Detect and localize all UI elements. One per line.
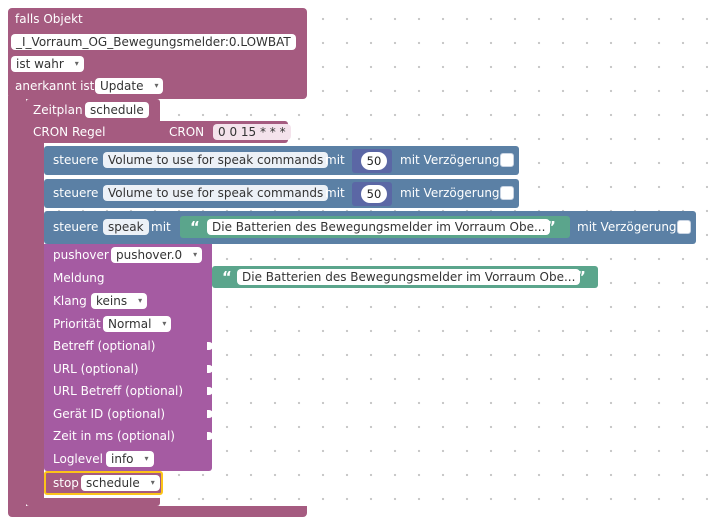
priority-value: Normal [108, 317, 152, 331]
quote-close-icon: ” [576, 268, 586, 286]
control-3-delay-label: mit Verzögerung [577, 220, 677, 234]
control-2-value-input[interactable]: 50 [361, 185, 387, 203]
control-1-delay-label: mit Verzögerung [400, 153, 500, 167]
sound-value: keins [96, 294, 128, 308]
chevron-down-icon: ▾ [150, 478, 155, 487]
control-1-with-label: mit [325, 153, 345, 167]
pushover-block[interactable] [44, 244, 212, 471]
control-3-text-field[interactable]: Die Batterien des Bewegungsmelder im Vor… [207, 219, 551, 235]
priority-label: Priorität [53, 317, 101, 331]
quote-open-icon: “ [190, 218, 200, 236]
trigger-body-arm [8, 96, 26, 512]
pushover-instance-dropdown[interactable]: pushover.0 ▾ [111, 247, 203, 263]
pushover-label: pushover [53, 248, 109, 262]
control-2-delay-checkbox[interactable] [500, 186, 514, 200]
control-2-delay-label: mit Verzögerung [400, 186, 500, 200]
control-2-label: steuere [53, 186, 99, 200]
sound-dropdown[interactable]: keins ▾ [91, 293, 148, 309]
url-input-notch [207, 365, 213, 373]
chevron-down-icon: ▾ [144, 454, 149, 463]
message-text-block[interactable]: “ Die Batterien des Bewegungsmelder im V… [212, 266, 598, 288]
loglevel-label: Loglevel [53, 452, 103, 466]
url-title-input-notch [207, 387, 213, 395]
chevron-down-icon: ▾ [138, 296, 143, 305]
stop-schedule-value: schedule [86, 476, 140, 490]
condition-dropdown[interactable]: ist wahr ▾ [11, 56, 84, 72]
chevron-down-icon: ▾ [162, 319, 167, 328]
time-input-notch [207, 432, 213, 440]
control-2-with-label: mit [325, 186, 345, 200]
chevron-down-icon: ▾ [74, 59, 79, 68]
schedule-name-field[interactable]: schedule [85, 102, 149, 118]
quote-close-icon: ” [546, 218, 556, 236]
control-3-label: steuere [53, 220, 99, 234]
control-1-value-input[interactable]: 50 [361, 152, 387, 170]
cron-value-field[interactable]: 0 0 15 * * * [213, 124, 291, 140]
control-3-text-block[interactable]: “ Die Batterien des Bewegungsmelder im V… [180, 216, 570, 238]
ack-value: Update [100, 79, 144, 93]
schedule-body-arm [26, 140, 44, 504]
sound-label: Klang [53, 294, 87, 308]
subject-label: Betreff (optional) [53, 339, 156, 353]
message-text-field[interactable]: Die Batterien des Bewegungsmelder im Vor… [237, 269, 581, 285]
message-label: Meldung [53, 271, 105, 285]
object-id-field[interactable]: _I_Vorraum_OG_Bewegungsmelder:0.LOWBAT [11, 34, 296, 50]
loglevel-value: info [111, 452, 134, 466]
control-1-delay-checkbox[interactable] [500, 153, 514, 167]
stop-schedule-dropdown[interactable]: schedule ▾ [81, 475, 160, 491]
control-1-target-dropdown[interactable]: Volume to use for speak commands [103, 152, 329, 168]
stop-label: stop [53, 476, 79, 490]
condition-value: ist wahr [16, 57, 64, 71]
trigger-footer[interactable] [8, 506, 307, 517]
schedule-footer[interactable] [26, 498, 160, 506]
subject-input-notch [207, 342, 213, 350]
url-title-label: URL Betreff (optional) [53, 384, 184, 398]
cron-rule-label: CRON Regel [33, 125, 106, 139]
ack-dropdown[interactable]: Update ▾ [95, 78, 164, 94]
control-1-label: steuere [53, 153, 99, 167]
loglevel-dropdown[interactable]: info ▾ [106, 451, 154, 467]
time-ms-label: Zeit in ms (optional) [53, 429, 175, 443]
control-3-with-label: mit [151, 220, 171, 234]
schedule-label: Zeitplan [33, 103, 83, 117]
url-label: URL (optional) [53, 362, 139, 376]
device-id-label: Gerät ID (optional) [53, 407, 166, 421]
trigger-title: falls Objekt [15, 12, 83, 26]
cron-block-label: CRON [169, 125, 205, 139]
control-2-target-dropdown[interactable]: Volume to use for speak commands [103, 185, 329, 201]
quote-open-icon: “ [222, 268, 232, 286]
control-3-target-dropdown[interactable]: speak [103, 219, 149, 235]
control-3-delay-checkbox[interactable] [677, 220, 691, 234]
pushover-instance-value: pushover.0 [116, 248, 183, 262]
ack-label: anerkannt ist [15, 79, 95, 93]
device-input-notch [207, 410, 213, 418]
chevron-down-icon: ▾ [154, 81, 159, 90]
chevron-down-icon: ▾ [193, 250, 198, 259]
priority-dropdown[interactable]: Normal ▾ [103, 316, 172, 332]
